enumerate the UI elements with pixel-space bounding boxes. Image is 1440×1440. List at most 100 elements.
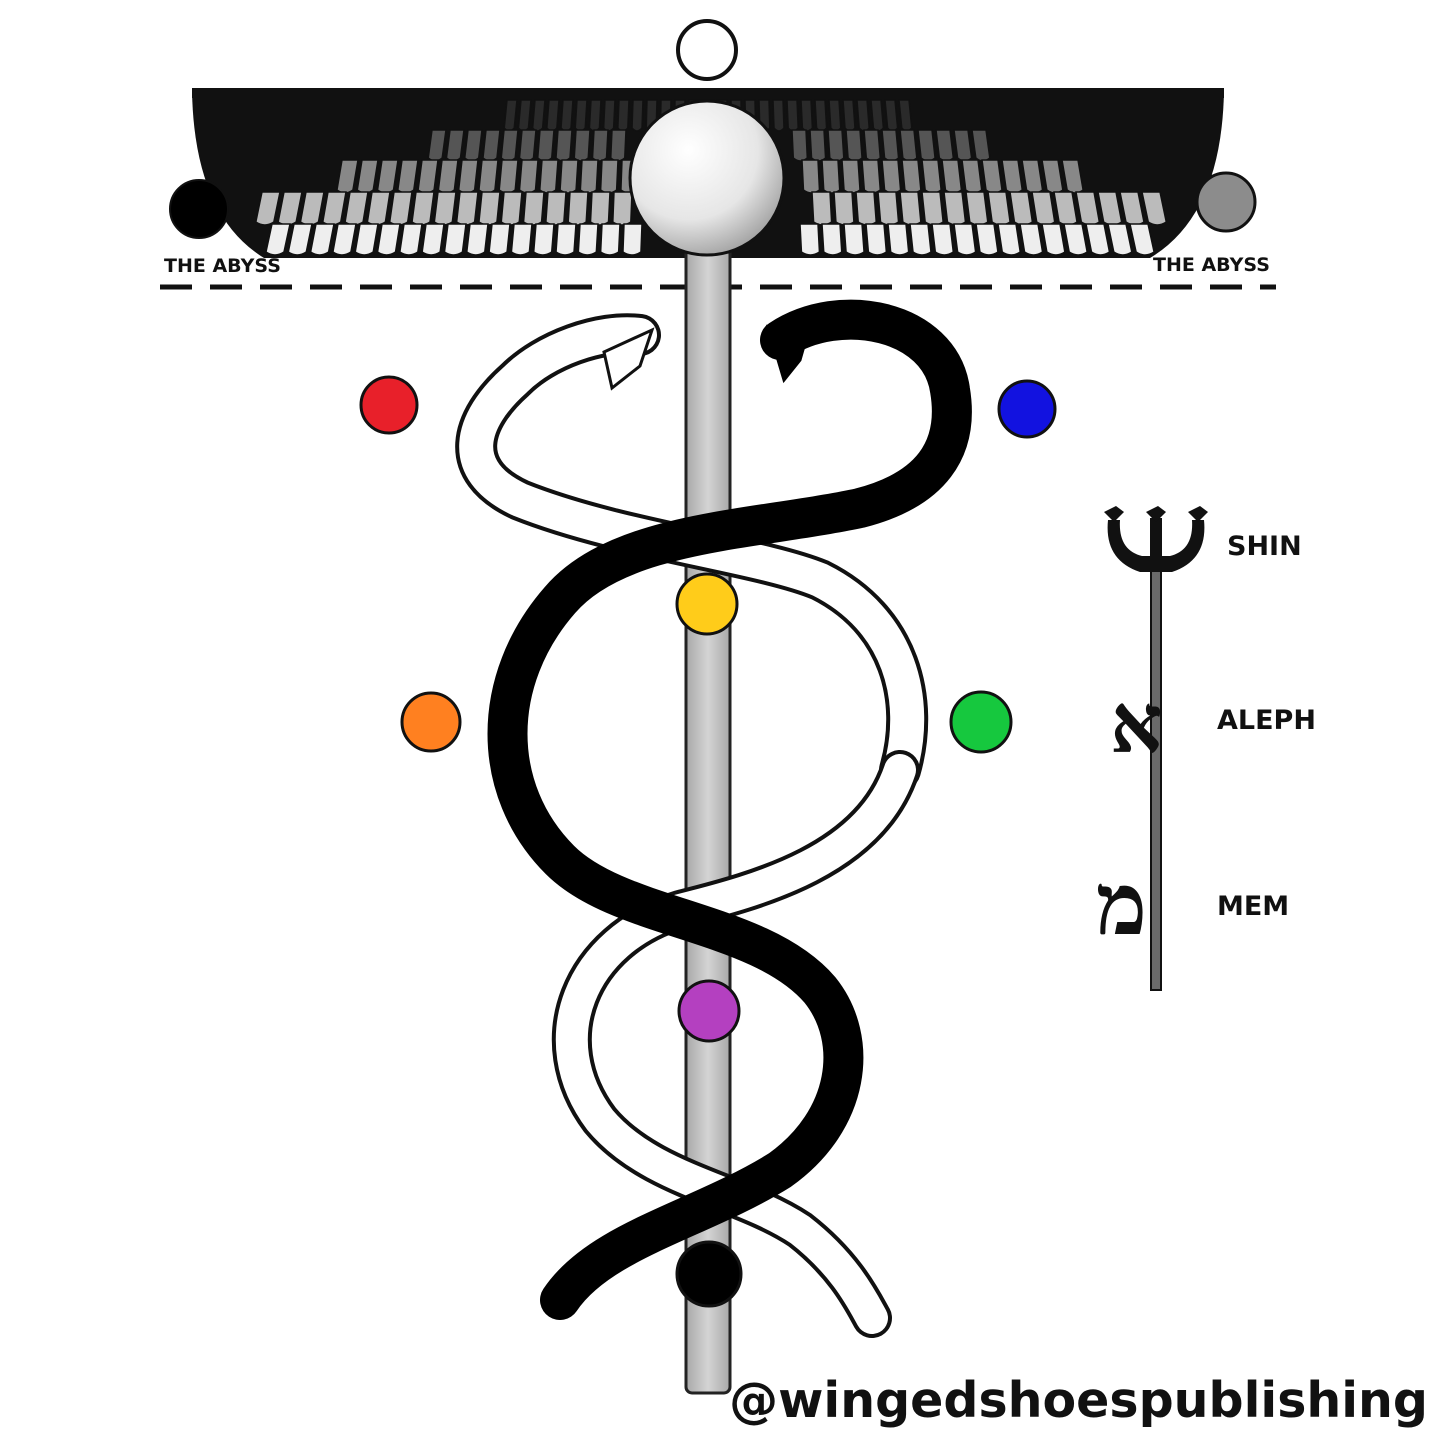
wing-feather	[518, 159, 539, 194]
wing-feather	[602, 99, 616, 132]
wing-feather	[1063, 223, 1089, 256]
wing-feather	[488, 223, 511, 256]
yellow-dot	[675, 572, 739, 636]
mem-label: MEM	[1217, 891, 1289, 922]
wing-feather	[921, 159, 942, 194]
wing-feather	[1129, 223, 1155, 256]
hebrew-letters-panel: א מ SHIN ALEPH MEM	[1096, 506, 1316, 991]
wing-feather	[388, 191, 413, 226]
wing-feather	[265, 223, 291, 256]
wing-feather	[833, 191, 855, 226]
wing-feather	[559, 159, 579, 194]
wing-feather	[536, 129, 555, 162]
wing-feather	[609, 129, 627, 162]
crown-circle	[676, 19, 738, 81]
wing-feather	[539, 159, 559, 194]
wing-feather	[546, 99, 560, 132]
wing-feather	[799, 223, 821, 256]
wing-feather	[791, 129, 809, 162]
wing-feather	[567, 191, 589, 226]
wing-feather	[843, 223, 865, 256]
wing-feather	[965, 191, 989, 226]
wing-feather	[443, 223, 467, 256]
wing-feather	[500, 191, 523, 226]
wing-feather	[887, 223, 910, 256]
abyss-right-label: THE ABYSS	[1153, 254, 1270, 276]
shin-letter-icon	[1104, 506, 1208, 572]
wing-feather	[899, 191, 922, 226]
wing-feather	[953, 223, 977, 256]
wing-feather	[555, 129, 573, 162]
wing-feather	[455, 191, 479, 226]
wing-feather	[809, 129, 827, 162]
wing-feather	[498, 159, 519, 194]
wing-feather	[953, 129, 973, 162]
wing-feather	[909, 223, 932, 256]
root-dot	[675, 1240, 743, 1308]
wing-feather	[588, 99, 602, 132]
wing-feather	[943, 191, 967, 226]
wing-feather	[531, 99, 546, 132]
wing-feather	[478, 159, 499, 194]
abyss-right-dot	[1195, 171, 1257, 233]
wing-feather	[800, 99, 814, 132]
wing-feather	[855, 191, 878, 226]
wing-feather	[518, 129, 537, 162]
wing-feather	[617, 99, 630, 132]
wing-feather	[1107, 223, 1133, 256]
wing-feather	[961, 159, 983, 194]
wing-feather	[421, 223, 445, 256]
wing-feather	[881, 129, 900, 162]
shin-label: SHIN	[1227, 531, 1302, 562]
wing-feather	[786, 99, 799, 132]
wing-feather	[463, 129, 483, 162]
wing-feather	[465, 223, 489, 256]
orange-dot	[400, 691, 462, 753]
wing-feather	[772, 99, 785, 132]
white-serpent	[455, 313, 929, 1338]
wing-feather	[510, 223, 533, 256]
wing-feather	[1085, 223, 1111, 256]
wing-feather	[987, 191, 1011, 226]
wing-feather	[935, 129, 955, 162]
wing-feather	[599, 159, 619, 194]
wing-feather	[445, 129, 465, 162]
wing-feather	[577, 223, 599, 256]
aleph-glyph: א	[1110, 676, 1163, 772]
wing-feather	[500, 129, 519, 162]
abyss-left-dot	[169, 179, 229, 239]
wing-feather	[437, 159, 459, 194]
wing-feather	[287, 223, 313, 256]
wing-feather	[827, 129, 845, 162]
wing-feather	[899, 129, 918, 162]
wing-top-bar	[192, 88, 1224, 98]
wing-feather	[941, 159, 963, 194]
wing-feather	[354, 223, 379, 256]
wing-feather	[478, 191, 501, 226]
wing-feather	[1041, 223, 1066, 256]
wing-feather	[631, 99, 644, 132]
wing-feather	[545, 191, 567, 226]
wing-feather	[821, 223, 843, 256]
wing-feather	[555, 223, 577, 256]
mem-glyph: מ	[1096, 854, 1147, 955]
wing-feather	[579, 159, 599, 194]
wing-feather	[841, 159, 861, 194]
wing-feather	[517, 99, 532, 132]
publisher-credit: @wingedshoespublishing	[729, 1372, 1428, 1429]
wing-feather	[917, 129, 936, 162]
wing-feather	[921, 191, 944, 226]
wing-feather	[433, 191, 457, 226]
wing-feather	[901, 159, 922, 194]
wing-feather	[828, 99, 842, 132]
wing-feather	[865, 223, 888, 256]
winged-disk	[192, 88, 1224, 258]
wing-feather	[612, 191, 633, 226]
wing-feather	[931, 223, 955, 256]
letters-rod	[1150, 559, 1162, 991]
wing-feather	[845, 129, 863, 162]
wing-feather	[975, 223, 999, 256]
wing-feather	[591, 129, 609, 162]
wing-feather	[1019, 223, 1044, 256]
